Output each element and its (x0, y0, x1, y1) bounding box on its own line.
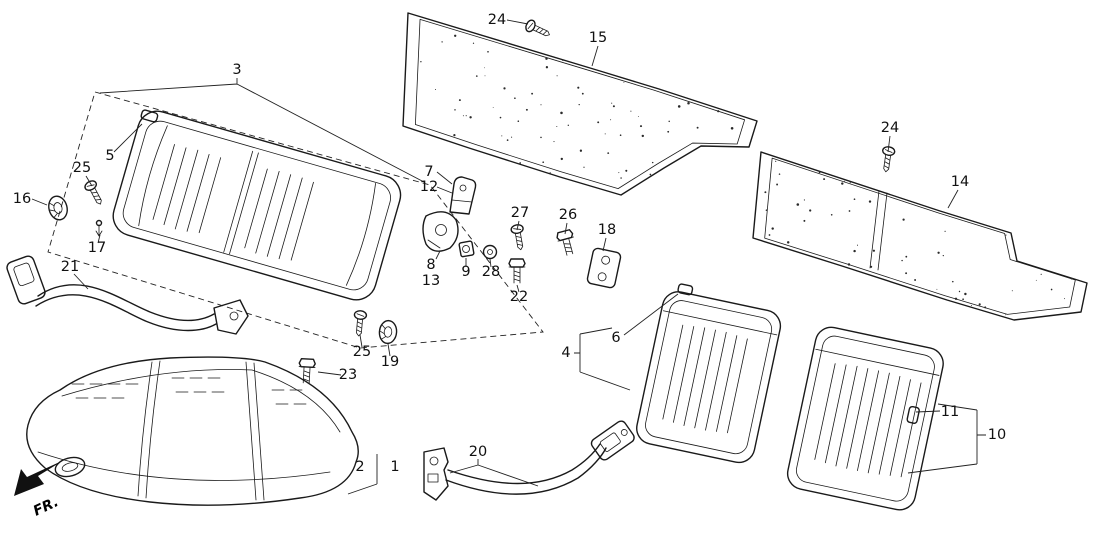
clip-17 (96, 221, 102, 237)
bolt-23 (298, 359, 315, 384)
seat-belt-center (424, 419, 636, 500)
callout-10: 10 (988, 427, 1006, 443)
screw-25-right (353, 310, 367, 336)
screw-24-right (880, 146, 895, 173)
callout-18: 18 (598, 222, 616, 238)
screw-25-left (83, 179, 105, 207)
rear-panel-board-lower (753, 151, 1090, 320)
latch-8-13 (423, 212, 458, 251)
callout-7: 7 (424, 164, 433, 180)
screw-24-top (524, 19, 552, 41)
callout-23: 23 (339, 367, 357, 383)
seat-back-right-section (785, 324, 946, 512)
callout-5: 5 (105, 148, 114, 164)
seat-cushion-seams (138, 361, 264, 500)
callout-25-right: 25 (353, 344, 371, 360)
belt-buckle-head (590, 419, 637, 462)
callout-25-left: 25 (73, 160, 91, 176)
callout-16: 16 (13, 191, 31, 207)
striker-plate-18 (587, 247, 622, 288)
seat-back-assembly (109, 107, 406, 305)
belt-buckle (5, 255, 46, 306)
rear-panel-board-upper (403, 12, 758, 195)
callout-3: 3 (232, 62, 241, 78)
front-label: FR. (31, 494, 61, 519)
latch-bracket-7-12 (450, 177, 476, 214)
nut-9 (459, 241, 474, 257)
callout-9: 9 (461, 264, 470, 280)
quilt-lines (662, 323, 747, 435)
callout-24-right: 24 (881, 120, 899, 136)
board-speckle-texture (753, 151, 1090, 320)
seat-cushion-stitches (72, 378, 306, 404)
screw-27 (510, 224, 526, 251)
callout-4: 4 (561, 345, 570, 361)
callout-8: 8 (426, 257, 435, 273)
washer-28 (484, 246, 497, 259)
bolt-22 (509, 259, 525, 283)
callout-22: 22 (510, 289, 528, 305)
board-split-seam (870, 191, 887, 270)
callout-leader-lines (32, 20, 986, 494)
callout-17: 17 (88, 240, 106, 256)
callout-labels: 24 15 3 5 25 16 17 21 7 12 27 26 18 8 13… (13, 12, 1006, 475)
callout-21: 21 (61, 259, 79, 275)
callout-28: 28 (482, 264, 500, 280)
callout-26: 26 (559, 207, 577, 223)
belt-webbing (38, 285, 214, 321)
callout-13: 13 (422, 273, 440, 289)
callout-6: 6 (611, 330, 620, 346)
seat-back-left-section (634, 281, 785, 465)
callout-24-top: 24 (488, 12, 506, 28)
seat-back-center-seam (224, 151, 259, 254)
callout-11: 11 (941, 404, 959, 420)
seat-belt-left (5, 255, 248, 334)
callout-12: 12 (420, 179, 438, 195)
callout-1: 1 (390, 459, 399, 475)
callout-19: 19 (381, 354, 399, 370)
seat-back-quilt-lines (152, 142, 314, 263)
callout-15: 15 (589, 30, 607, 46)
callout-27: 27 (511, 205, 529, 221)
quilt-lines (814, 362, 921, 480)
callout-14: 14 (951, 174, 969, 190)
seat-cushion-assembly (27, 357, 358, 505)
callout-20: 20 (469, 444, 487, 460)
front-direction-indicator: FR. (14, 460, 64, 520)
grommet-16 (46, 194, 70, 222)
grommet-19 (378, 320, 397, 344)
callout-2: 2 (355, 459, 364, 475)
seat-back-strap-6 (678, 284, 694, 296)
bolt-26 (556, 229, 578, 256)
